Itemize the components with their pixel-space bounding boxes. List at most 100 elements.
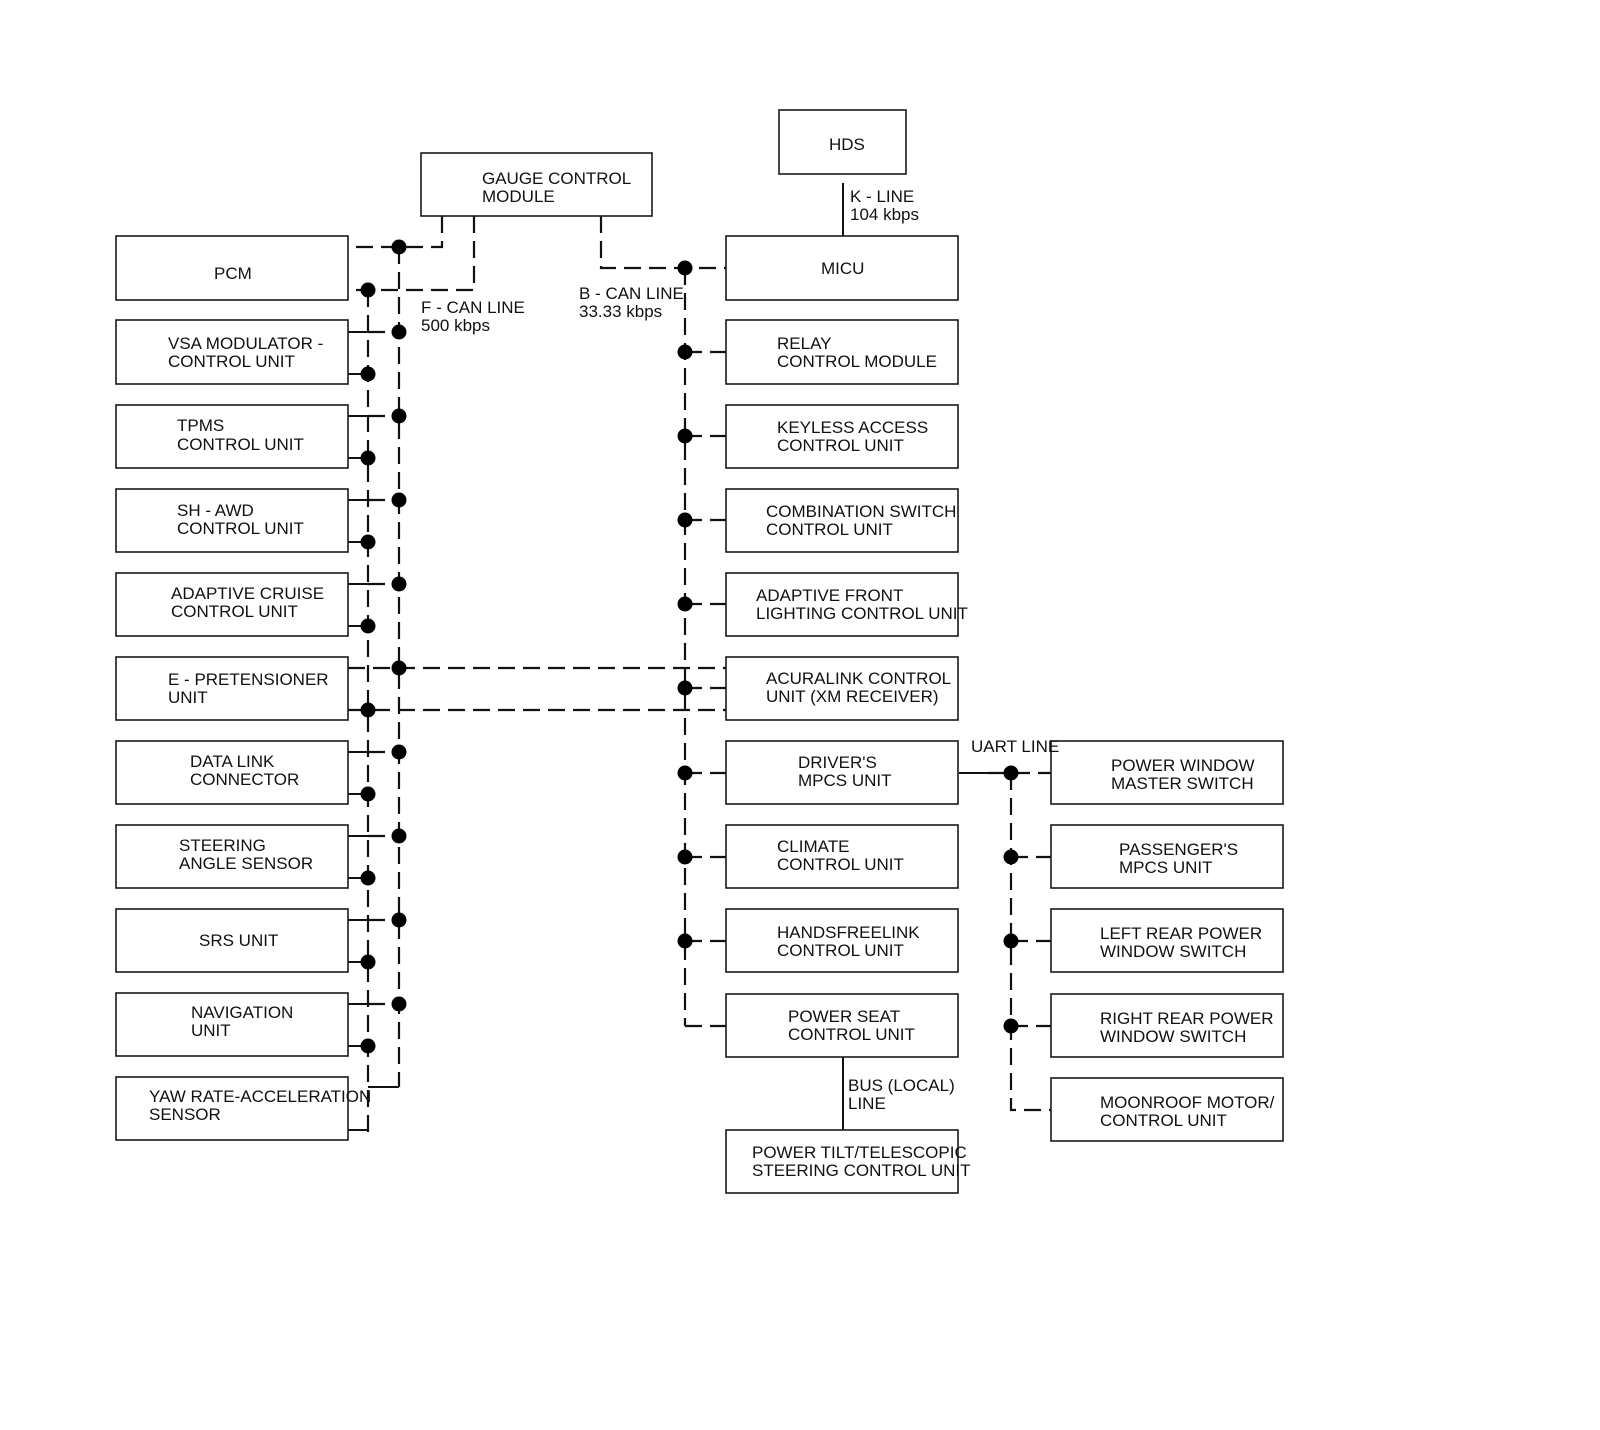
vsa-label-1: VSA MODULATOR - bbox=[168, 334, 323, 353]
svg-text:HDS: HDS bbox=[829, 135, 865, 154]
climate-control-box: CLIMATE CONTROL UNIT bbox=[725, 824, 959, 889]
rrpw-label-1: RIGHT REAR POWER bbox=[1100, 1009, 1273, 1028]
yaw-label-1: YAW RATE-ACCELERATION bbox=[149, 1087, 371, 1106]
junction-nodes bbox=[360, 239, 1019, 1054]
svg-text:33.33 kbps: 33.33 kbps bbox=[579, 302, 662, 321]
pseat-label-1: POWER SEAT bbox=[788, 1007, 900, 1026]
gauge-label-2: MODULE bbox=[482, 187, 555, 206]
rrpw-label-2: WINDOW SWITCH bbox=[1100, 1027, 1246, 1046]
power-tilt-telescopic-box: POWER TILT/TELESCOPIC STEERING CONTROL U… bbox=[725, 1129, 971, 1194]
svg-text:CONNECTOR: CONNECTOR bbox=[190, 770, 299, 789]
relay-label-2: CONTROL MODULE bbox=[777, 352, 937, 371]
drivers-mpcs-box: DRIVER'S MPCS UNIT bbox=[725, 740, 959, 805]
steering-angle-sensor-box: STEERING ANGLE SENSOR bbox=[115, 824, 349, 889]
svg-text:MPCS UNIT: MPCS UNIT bbox=[1119, 858, 1213, 877]
svg-text:F - CAN LINE: F - CAN LINE bbox=[421, 298, 525, 317]
afl-label-1: ADAPTIVE FRONT bbox=[756, 586, 903, 605]
svg-text:STEERING: STEERING bbox=[179, 836, 266, 855]
svg-text:RIGHT REAR POWER: RIGHT REAR POWER bbox=[1100, 1009, 1273, 1028]
passengers-mpcs-box: PASSENGER'S MPCS UNIT bbox=[1050, 824, 1284, 889]
f-can-gauge-link-b bbox=[356, 216, 476, 292]
svg-text:YAW RATE-ACCELERATION: YAW RATE-ACCELERATION bbox=[149, 1087, 371, 1106]
svg-text:ADAPTIVE FRONT: ADAPTIVE FRONT bbox=[756, 586, 903, 605]
left-rear-power-window-box: LEFT REAR POWER WINDOW SWITCH bbox=[1050, 908, 1284, 973]
svg-text:ADAPTIVE CRUISE: ADAPTIVE CRUISE bbox=[171, 584, 324, 603]
steer-label-1: STEERING bbox=[179, 836, 266, 855]
power-seat-box: POWER SEAT CONTROL UNIT bbox=[725, 993, 959, 1058]
uart-trunk bbox=[1009, 773, 1051, 1112]
relay-label-1: RELAY bbox=[777, 334, 832, 353]
svg-text:COMBINATION SWITCH: COMBINATION SWITCH bbox=[766, 502, 956, 521]
pcm-label-1: PCM bbox=[214, 264, 252, 283]
steer-label-2: ANGLE SENSOR bbox=[179, 854, 313, 873]
keyless-label-1: KEYLESS ACCESS bbox=[777, 418, 928, 437]
svg-text:GAUGE CONTROL: GAUGE CONTROL bbox=[482, 169, 631, 188]
svg-text:104 kbps: 104 kbps bbox=[850, 205, 919, 224]
acc-label-1: ADAPTIVE CRUISE bbox=[171, 584, 324, 603]
svg-text:CONTROL MODULE: CONTROL MODULE bbox=[777, 352, 937, 371]
lrpw-label-1: LEFT REAR POWER bbox=[1100, 924, 1262, 943]
moonroof-motor-box: MOONROOF MOTOR/ CONTROL UNIT bbox=[1050, 1077, 1284, 1142]
e-pretensioner-box: E - PRETENSIONER UNIT bbox=[115, 656, 349, 721]
epre-label-2: UNIT bbox=[168, 688, 208, 707]
tpms-label-2: CONTROL UNIT bbox=[177, 435, 304, 454]
svg-text:ANGLE SENSOR: ANGLE SENSOR bbox=[179, 854, 313, 873]
b-can-gauge-link bbox=[599, 216, 726, 270]
svg-text:B - CAN LINE: B - CAN LINE bbox=[579, 284, 684, 303]
tpms-box: TPMS CONTROL UNIT bbox=[115, 404, 349, 469]
b-can-label-1: B - CAN LINE bbox=[579, 284, 684, 303]
moon-label-2: CONTROL UNIT bbox=[1100, 1111, 1227, 1130]
svg-text:MODULE: MODULE bbox=[482, 187, 555, 206]
svg-text:CONTROL UNIT: CONTROL UNIT bbox=[777, 436, 904, 455]
hfl-label-2: CONTROL UNIT bbox=[777, 941, 904, 960]
svg-text:MICU: MICU bbox=[821, 259, 864, 278]
uart-line-label: UART LINE bbox=[971, 737, 1059, 756]
svg-text:WINDOW SWITCH: WINDOW SWITCH bbox=[1100, 942, 1246, 961]
hfl-label-1: HANDSFREELINK bbox=[777, 923, 920, 942]
svg-text:CONTROL UNIT: CONTROL UNIT bbox=[788, 1025, 915, 1044]
uart-label-1: UART LINE bbox=[971, 737, 1059, 756]
gauge-control-module-box: GAUGE CONTROL MODULE bbox=[420, 152, 653, 217]
combo-label-2: CONTROL UNIT bbox=[766, 520, 893, 539]
hds-label-1: HDS bbox=[829, 135, 865, 154]
svg-text:SRS UNIT: SRS UNIT bbox=[199, 931, 278, 950]
hds-box: HDS bbox=[778, 109, 907, 175]
svg-text:POWER TILT/TELESCOPIC: POWER TILT/TELESCOPIC bbox=[752, 1143, 967, 1162]
epre-label-1: E - PRETENSIONER bbox=[168, 670, 329, 689]
vsa-modulator-box: VSA MODULATOR - CONTROL UNIT bbox=[115, 319, 349, 385]
keyless-access-box: KEYLESS ACCESS CONTROL UNIT bbox=[725, 404, 959, 469]
svg-text:CONTROL UNIT: CONTROL UNIT bbox=[177, 519, 304, 538]
svg-text:UNIT: UNIT bbox=[168, 688, 208, 707]
combination-switch-box: COMBINATION SWITCH CONTROL UNIT bbox=[725, 488, 959, 553]
svg-text:CONTROL UNIT: CONTROL UNIT bbox=[777, 855, 904, 874]
f-can-label-2: 500 kbps bbox=[421, 316, 490, 335]
yaw-rate-sensor-box: YAW RATE-ACCELERATION SENSOR bbox=[115, 1076, 371, 1141]
ptilt-label-2: STEERING CONTROL UNIT bbox=[752, 1161, 971, 1180]
svg-text:SENSOR: SENSOR bbox=[149, 1105, 221, 1124]
b-can-line-label: B - CAN LINE 33.33 kbps bbox=[579, 284, 684, 321]
shawd-label-1: SH - AWD bbox=[177, 501, 254, 520]
lrpw-label-2: WINDOW SWITCH bbox=[1100, 942, 1246, 961]
svg-text:CONTROL UNIT: CONTROL UNIT bbox=[168, 352, 295, 371]
dmpcs-label-1: DRIVER'S bbox=[798, 753, 877, 772]
adaptive-front-lighting-box: ADAPTIVE FRONT LIGHTING CONTROL UNIT bbox=[725, 572, 968, 637]
svg-text:CONTROL UNIT: CONTROL UNIT bbox=[177, 435, 304, 454]
vsa-label-2: CONTROL UNIT bbox=[168, 352, 295, 371]
dmpcs-label-2: MPCS UNIT bbox=[798, 771, 892, 790]
svg-text:RELAY: RELAY bbox=[777, 334, 832, 353]
svg-text:CLIMATE: CLIMATE bbox=[777, 837, 849, 856]
acura-label-1: ACURALINK CONTROL bbox=[766, 669, 951, 688]
svg-text:MASTER SWITCH: MASTER SWITCH bbox=[1111, 774, 1254, 793]
data-link-connector-box: DATA LINK CONNECTOR bbox=[115, 740, 349, 805]
gauge-label-1: GAUGE CONTROL bbox=[482, 169, 631, 188]
relay-control-module-box: RELAY CONTROL MODULE bbox=[725, 319, 959, 385]
svg-text:LIGHTING CONTROL UNIT: LIGHTING CONTROL UNIT bbox=[756, 604, 968, 623]
acura-label-2: UNIT (XM RECEIVER) bbox=[766, 687, 939, 706]
micu-label-1: MICU bbox=[821, 259, 864, 278]
climate-label-1: CLIMATE bbox=[777, 837, 849, 856]
shawd-label-2: CONTROL UNIT bbox=[177, 519, 304, 538]
svg-text:LEFT REAR POWER: LEFT REAR POWER bbox=[1100, 924, 1262, 943]
pcm-box: PCM bbox=[115, 235, 349, 301]
svg-text:HANDSFREELINK: HANDSFREELINK bbox=[777, 923, 920, 942]
